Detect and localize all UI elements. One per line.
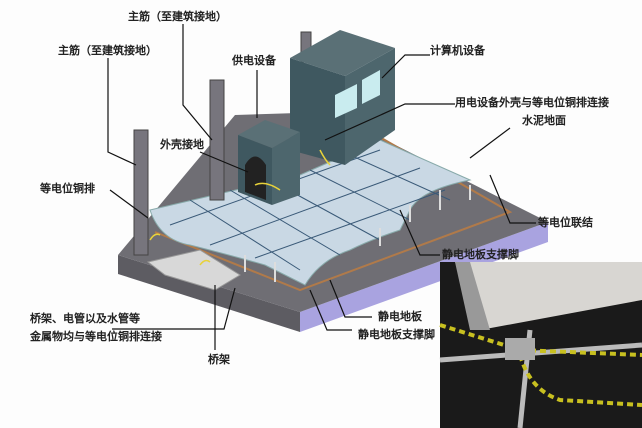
- leader-lines: [107, 24, 536, 350]
- floor-support-feet: [244, 185, 471, 282]
- computer-screen-right: [362, 70, 380, 104]
- label-floor-support-2: 静电地板支撑脚: [358, 328, 435, 341]
- label-enclosure-ground: 外壳接地: [160, 138, 204, 151]
- label-power-supply: 供电设备: [232, 54, 276, 67]
- label-cable-tray: 桥架: [208, 353, 230, 366]
- label-antistatic-floor: 静电地板: [378, 310, 422, 323]
- cable-tray: [146, 249, 241, 291]
- computer-cabinet-top: [290, 30, 395, 76]
- rebar-pillar-middle: [209, 79, 225, 201]
- label-cement-floor: 水泥地面: [522, 114, 566, 127]
- label-copper-bar: 等电位铜排: [40, 182, 95, 195]
- label-rebar-1: 主筋（至建筑接地）: [128, 10, 227, 23]
- label-metal-bonding-1: 桥架、电管以及水管等: [30, 312, 140, 325]
- floor-grid: [169, 149, 451, 271]
- slab-front-right-face: [300, 222, 548, 332]
- power-cabinet-side: [272, 132, 300, 205]
- label-computer: 计算机设备: [430, 44, 485, 57]
- label-equipotential-bonding: 等电位联结: [538, 216, 593, 229]
- label-rebar-2: 主筋（至建筑接地）: [58, 44, 157, 57]
- power-cabinet-arch: [245, 156, 266, 200]
- power-cabinet-top: [238, 120, 300, 148]
- inset-photo-floor-detail: [439, 262, 642, 428]
- label-metal-bonding-2: 金属物均与等电位铜排连接: [30, 330, 162, 343]
- computer-screen-left: [335, 84, 357, 118]
- computer-cabinet-front: [290, 58, 345, 165]
- rebar-pillar-left: [133, 129, 149, 256]
- label-floor-support-1: 静电地板支撑脚: [442, 248, 519, 261]
- antistatic-floor-tiles: [149, 139, 472, 286]
- label-equipment-bonding: 用电设备外壳与等电位铜排连接: [455, 96, 609, 109]
- ground-wires: [149, 149, 331, 266]
